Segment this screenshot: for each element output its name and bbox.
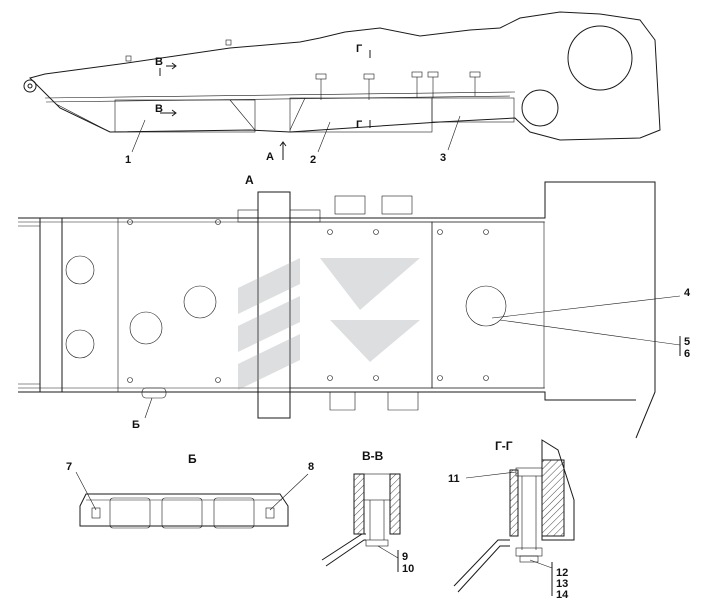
boom-side-view: В Г В Г А 1 2 3 — [23, 11, 661, 166]
callout-14: 14 — [556, 589, 569, 601]
section-v-v: В-В 9 10 — [321, 449, 414, 575]
callout-3: 3 — [440, 152, 446, 164]
bolt-heads-top — [125, 39, 481, 100]
callout-4: 4 — [684, 287, 691, 299]
detail-b: Б 7 8 — [66, 452, 314, 529]
section-gg-title: Г-Г — [495, 439, 513, 453]
callout-6: 6 — [684, 348, 690, 360]
section-mark-g-top: Г — [356, 43, 363, 55]
plan-view-title: А — [245, 173, 254, 187]
callout-11: 11 — [448, 473, 460, 485]
callout-10: 10 — [402, 563, 414, 575]
view-arrow-a: А — [266, 151, 274, 163]
callout-2: 2 — [310, 154, 316, 166]
callout-12: 12 — [556, 567, 568, 579]
callout-1: 1 — [125, 154, 131, 166]
section-mark-g-bottom: Г — [356, 119, 363, 131]
section-mark-v-top: В — [155, 56, 163, 68]
callout-13: 13 — [556, 578, 568, 590]
callout-8: 8 — [308, 461, 314, 473]
boom-plan-view: А — [18, 173, 691, 439]
section-mark-v-bottom: В — [155, 103, 163, 115]
section-vv-title: В-В — [362, 449, 384, 463]
detail-b-title: Б — [188, 452, 197, 466]
bolt-holes — [127, 219, 489, 383]
detail-ref-b: Б — [132, 419, 140, 431]
section-g-g: Г-Г 11 12 13 14 — [448, 439, 575, 601]
callout-9: 9 — [402, 551, 408, 563]
watermark-logo — [238, 258, 420, 390]
callout-5: 5 — [684, 336, 690, 348]
callout-7: 7 — [66, 461, 72, 473]
